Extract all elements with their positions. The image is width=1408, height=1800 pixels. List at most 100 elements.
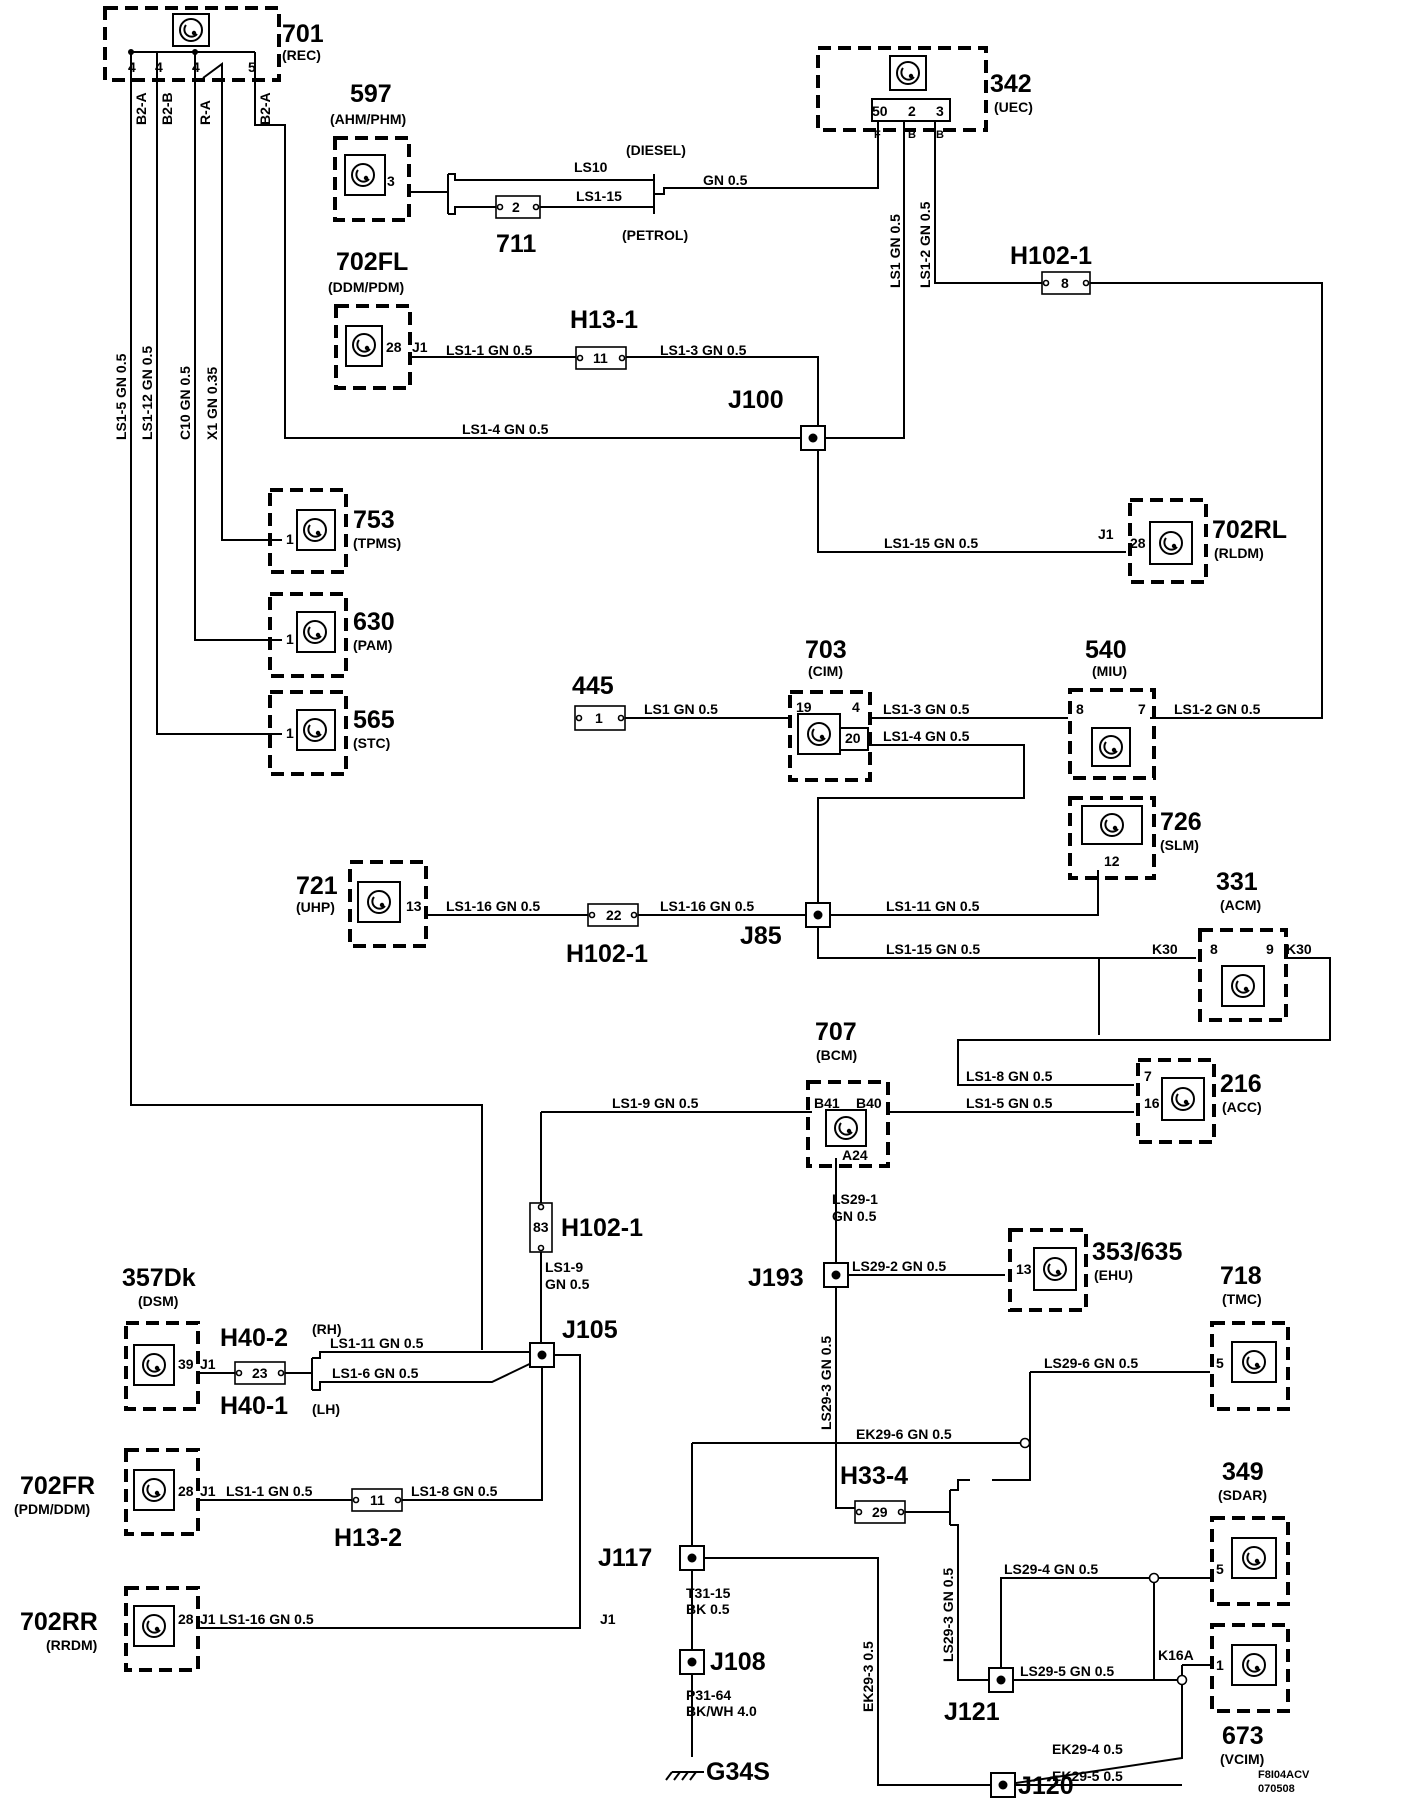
wire-label: LS1-2 GN 0.5 xyxy=(917,201,933,288)
conn-h102-mid-label: H102-1 xyxy=(566,940,648,968)
wire-label: J1 xyxy=(412,339,428,355)
pin: 1 xyxy=(1216,1657,1224,1673)
wire-label: J1 xyxy=(200,1483,216,1499)
wire-label: EK29-6 GN 0.5 xyxy=(856,1426,952,1442)
pin: B xyxy=(908,129,916,141)
comp-331-id: 331 xyxy=(1216,868,1258,896)
comp-565-name: (STC) xyxy=(353,735,390,751)
comp-597-id: 597 xyxy=(350,80,392,108)
pin: 16 xyxy=(1144,1095,1160,1111)
comp-703-name: (CIM) xyxy=(808,663,843,679)
pin: 1 xyxy=(286,725,294,741)
wire-label: LS29-2 GN 0.5 xyxy=(852,1258,946,1274)
comp-702rr-id: 702RR xyxy=(20,1608,98,1636)
pin: 4 xyxy=(155,59,163,75)
comp-342-name: (UEC) xyxy=(994,99,1033,115)
wire-label: K30 xyxy=(1286,941,1312,957)
pin: 9 xyxy=(1266,941,1274,957)
pin: 1 xyxy=(286,631,294,647)
note-lh: (LH) xyxy=(312,1401,340,1417)
module-597-box xyxy=(333,136,411,222)
wire-label: LS1-3 GN 0.5 xyxy=(883,701,970,717)
wire-label: LS29-4 GN 0.5 xyxy=(1004,1561,1098,1577)
comp-753-id: 753 xyxy=(353,506,395,534)
pin: 28 xyxy=(178,1611,194,1627)
comp-342-id: 342 xyxy=(990,70,1032,98)
junction-j85: J85 xyxy=(740,922,782,950)
connector-h102-top-body xyxy=(1041,271,1091,295)
comp-445-id: 445 xyxy=(572,672,614,700)
wire-label: LS10 xyxy=(574,159,608,175)
comp-565-id: 565 xyxy=(353,706,395,734)
module-353-box xyxy=(1008,1228,1088,1312)
comp-540-id: 540 xyxy=(1085,636,1127,664)
comp-721-id: 721 xyxy=(296,872,338,900)
module-349-box xyxy=(1210,1516,1290,1606)
pin: 83 xyxy=(533,1219,549,1235)
wire-label: EK29-4 0.5 xyxy=(1052,1741,1123,1757)
comp-702fl-id: 702FL xyxy=(336,248,408,276)
comp-630-name: (PAM) xyxy=(353,637,392,653)
junction-j193: J193 xyxy=(748,1264,804,1292)
pin: B41 xyxy=(814,1095,840,1111)
pin: 13 xyxy=(406,898,422,914)
module-701-box xyxy=(103,6,281,82)
connector-h102-mid-body xyxy=(587,903,639,927)
connector-h13-2-body xyxy=(351,1488,403,1512)
wire-label: LS1-12 GN 0.5 xyxy=(139,346,155,440)
comp-707-id: 707 xyxy=(815,1018,857,1046)
conn-h40-2-label: H40-2 xyxy=(220,1324,288,1352)
pin: B xyxy=(936,129,944,141)
comp-753-name: (TPMS) xyxy=(353,535,401,551)
wire-label: LS1-15 xyxy=(576,188,622,204)
pin: 5 xyxy=(1216,1561,1224,1577)
pin: 13 xyxy=(1016,1261,1032,1277)
wire-label: LS1-5 GN 0.5 xyxy=(966,1095,1053,1111)
comp-726-id: 726 xyxy=(1160,808,1202,836)
module-labels: 701 (REC) 597 (AHM/PHM) 342 (UEC) 711 70… xyxy=(14,20,1287,1767)
pin: 11 xyxy=(593,350,608,366)
wire-label: J1 xyxy=(200,1356,216,1372)
wire-label: LS1-4 GN 0.5 xyxy=(883,728,970,744)
module-702fr-box xyxy=(124,1448,200,1536)
wire-label: LS1-6 GN 0.5 xyxy=(332,1365,419,1381)
pin: F xyxy=(874,129,881,141)
drawing-code-line1: F8I04ACV xyxy=(1258,1769,1310,1781)
wire-label: LS1-4 GN 0.5 xyxy=(462,421,549,437)
pin: 5 xyxy=(248,59,256,75)
wire-label: LS1-11 GN 0.5 xyxy=(886,898,980,914)
comp-702rl-id: 702RL xyxy=(1212,516,1287,544)
module-702fl-box xyxy=(334,304,412,390)
wire-label: LS1-11 GN 0.5 xyxy=(330,1335,424,1351)
note-petrol: (PETROL) xyxy=(622,227,688,243)
pin: 4 xyxy=(852,699,860,715)
wire-label: LS29-3 GN 0.5 xyxy=(940,1568,956,1662)
comp-703-id: 703 xyxy=(805,636,847,664)
comp-349-id: 349 xyxy=(1222,1458,1264,1486)
comp-726-name: (SLM) xyxy=(1160,837,1199,853)
pin: 50 xyxy=(872,103,888,119)
module-702rr-box xyxy=(124,1586,200,1672)
wire-label: B2-B xyxy=(159,92,175,125)
comp-721-name: (UHP) xyxy=(296,899,335,915)
conn-h33-4-label: H33-4 xyxy=(840,1462,908,1490)
wire-label: LS1-8 GN 0.5 xyxy=(966,1068,1053,1084)
ground-g34s: G34S xyxy=(706,1758,770,1786)
comp-216-name: (ACC) xyxy=(1222,1099,1262,1115)
wire-label: LS1-3 GN 0.5 xyxy=(660,342,747,358)
conn-h13-2-label: H13-2 xyxy=(334,1524,402,1552)
conn-h102-low-label: H102-1 xyxy=(561,1214,643,1242)
comp-702rl-name: (RLDM) xyxy=(1214,545,1264,561)
conn-h40-1-label: H40-1 xyxy=(220,1392,288,1420)
comp-353-name: (EHU) xyxy=(1094,1267,1133,1283)
module-540-box xyxy=(1068,688,1156,780)
connector-445-body xyxy=(574,705,626,731)
pin: A24 xyxy=(842,1147,868,1163)
pin: 20 xyxy=(845,730,861,746)
comp-331-name: (ACM) xyxy=(1220,897,1261,913)
wire-label: LS1-9 GN 0.5 xyxy=(612,1095,699,1111)
conn-h102-top-label: H102-1 xyxy=(1010,242,1092,270)
connector-h102-low-body xyxy=(529,1202,553,1253)
module-331-box xyxy=(1198,928,1288,1022)
